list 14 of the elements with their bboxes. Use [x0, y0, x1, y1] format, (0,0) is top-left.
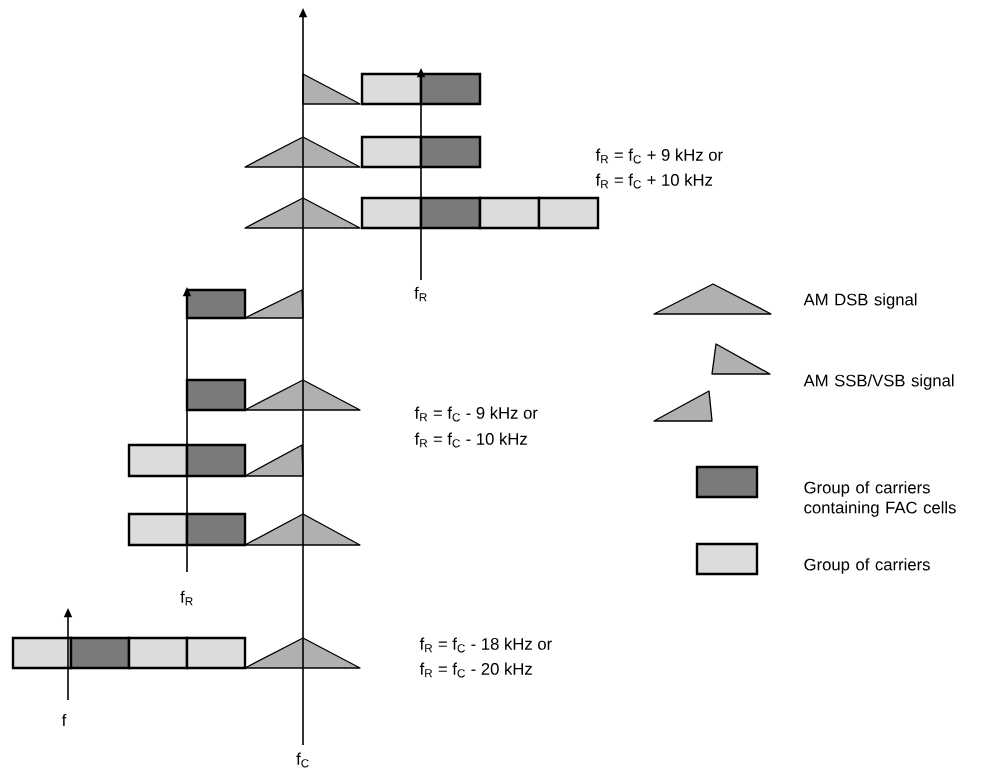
legend-label: AM DSB signal [803, 293, 917, 309]
frequency-equation: f$_{R}$ = f$_{C}$ - 9 kHz or [414, 406, 538, 422]
axis-label: f$_{C}$ [296, 752, 309, 768]
frequency-equation: f$_{R}$ = f$_{C}$ + 10 kHz [595, 173, 713, 189]
legend-label: AM SSB/VSB signal [803, 374, 954, 390]
axis-label: f$_{R}$ [414, 286, 427, 302]
frequency-equation: f$_{R}$ = f$_{C}$ + 9 kHz or [595, 148, 723, 164]
frequency-equation: f$_{R}$ = f$_{C}$ - 20 kHz [419, 662, 532, 678]
frequency-equation: f$_{R}$ = f$_{C}$ - 18 kHz or [419, 637, 552, 653]
axis-label: f$_{R}$ [180, 590, 193, 606]
legend-label: Group of carriers containing FAC cells [804, 481, 956, 517]
axis-label: f [61, 713, 67, 726]
frequency-equation: f$_{R}$ = f$_{C}$ - 10 kHz [414, 432, 527, 448]
legend-label: Group of carriers [804, 558, 930, 574]
